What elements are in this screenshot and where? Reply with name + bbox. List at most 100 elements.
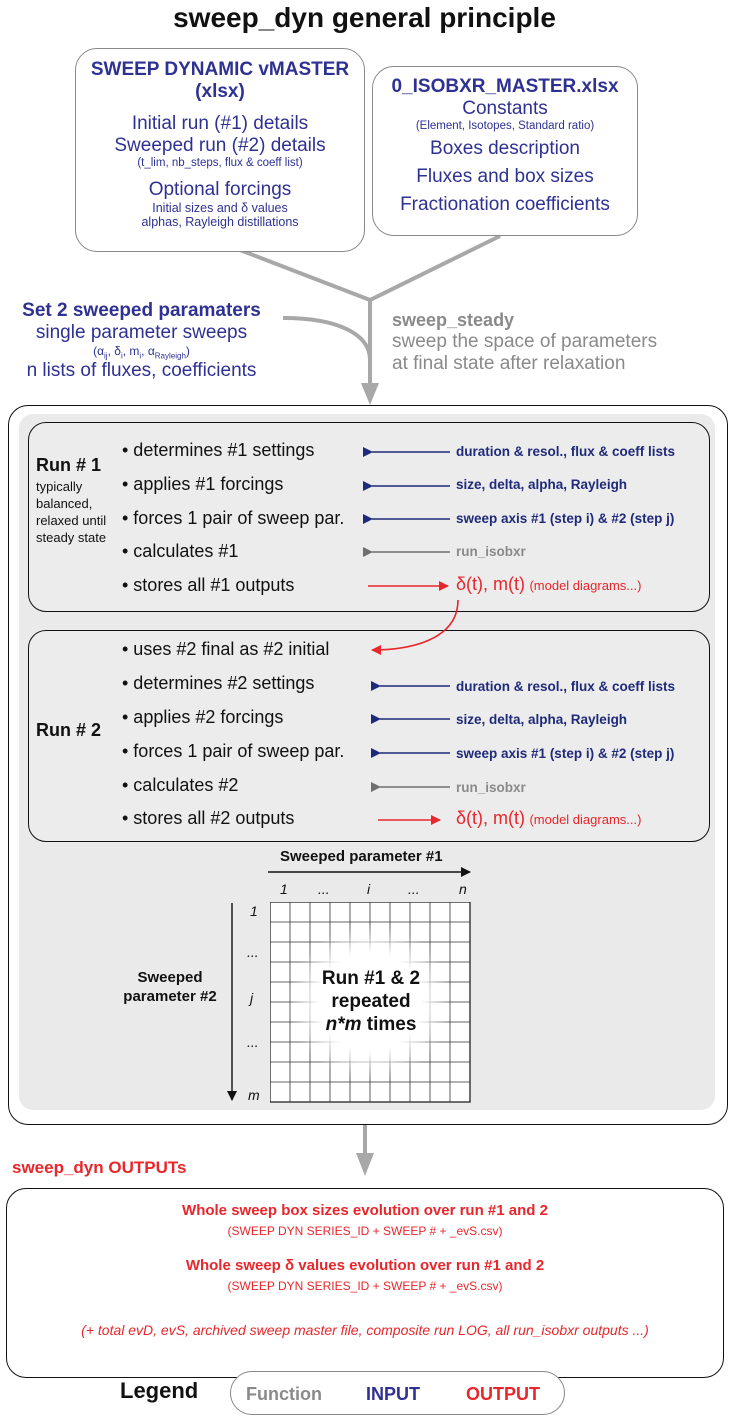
outputs-line2-note: (SWEEP DYN SERIES_ID + SWEEP # + _evS.cs…	[227, 1279, 503, 1293]
master-line3-note1: Initial sizes and δ values	[152, 201, 288, 215]
left-input-title: Set 2 sweeped paramaters	[22, 300, 261, 321]
isobxr-line1-note: (Element, Isotopes, Standard ratio)	[415, 120, 595, 132]
run1-output-main: δ(t), m(t)	[456, 574, 525, 594]
grid-x-tick: ...	[408, 881, 420, 897]
isobxr-line4: Fractionation coefficients	[400, 194, 610, 215]
grid-x-tick: 1	[280, 881, 288, 897]
legend-box	[230, 1371, 565, 1415]
grid-y-tick: ...	[247, 944, 259, 960]
grid-x-title: Sweeped parameter #1	[280, 848, 443, 865]
grid-center-times: times	[361, 1014, 417, 1035]
sym-open: (	[93, 344, 98, 358]
run1-label: Run # 1	[36, 455, 102, 475]
run1-input-sweep: sweep axis #1 (step i) & #2 (step j)	[456, 511, 675, 526]
isobxr-line1: Constants	[462, 98, 548, 119]
left-input-block: Set 2 sweeped paramaters single paramete…	[0, 300, 283, 382]
grid-center-line: n*m times	[280, 1013, 462, 1036]
outputs-heading: sweep_dyn OUTPUTs	[12, 1158, 187, 1177]
outputs-box	[6, 1188, 724, 1378]
connector-arrowhead	[361, 383, 379, 405]
master-subtitle: (xlsx)	[195, 81, 245, 102]
left-input-line2: n lists of fluxes, coefficients	[26, 360, 257, 382]
run1-note-line: steady state	[36, 530, 107, 545]
run1-step: • stores all #1 outputs	[122, 575, 295, 595]
sweep-grid	[270, 902, 471, 1103]
master-line2-note: (t_lim, nb_steps, flux & coeff list)	[137, 157, 303, 169]
run2-step: • uses #2 final as #2 initial	[122, 639, 330, 659]
run1-input-forcings: size, delta, alpha, Rayleigh	[456, 477, 628, 492]
sym-sep1: , δ	[107, 344, 121, 358]
run2-input-function: run_isobxr	[456, 780, 526, 795]
outputs-line2: Whole sweep δ values evolution over run …	[185, 1257, 545, 1274]
isobxr-line3: Fluxes and box sizes	[416, 166, 594, 187]
sweep-steady-line2: at final state after relaxation	[392, 353, 626, 374]
run2-input-settings: duration & resol., flux & coeff lists	[456, 679, 676, 694]
isobxr-line2: Boxes description	[430, 138, 580, 159]
grid-x-tick: n	[459, 881, 467, 897]
sym-close: )	[185, 344, 190, 358]
isobxr-box: 0_ISOBXR_MASTER.xlsx Constants (Element,…	[372, 66, 638, 236]
grid-y-title-line: Sweeped	[137, 969, 203, 986]
run1-step: • determines #1 settings	[122, 440, 315, 460]
run2-output: δ(t), m(t) (model diagrams...)	[456, 808, 641, 829]
sym-sep2: , m	[122, 344, 140, 358]
grid-y-title: Sweeped parameter #2	[110, 968, 230, 1006]
grid-center-line: Run #1 & 2	[321, 968, 421, 989]
outputs-line1-note: (SWEEP DYN SERIES_ID + SWEEP # + _evS.cs…	[227, 1224, 503, 1238]
master-line3: Optional forcings	[148, 179, 292, 200]
run2-step: • determines #2 settings	[122, 673, 315, 693]
page-title: sweep_dyn general principle	[173, 2, 556, 33]
sweep-steady-line1: sweep the space of parameters	[392, 331, 658, 352]
connector-output-arrowhead	[356, 1153, 374, 1176]
run1-step: • applies #1 forcings	[122, 474, 284, 494]
legend-output: OUTPUT	[466, 1384, 540, 1404]
legend-function: Function	[246, 1384, 322, 1404]
run2-step: • applies #2 forcings	[122, 707, 284, 727]
outputs-line1: Whole sweep box sizes evolution over run…	[182, 1202, 548, 1219]
grid-center-line: repeated	[331, 991, 411, 1012]
run1-to-run2-arrow	[371, 599, 459, 655]
master-line3-note2: alphas, Rayleigh distillations	[141, 215, 299, 229]
sym-rayleigh: Rayleigh	[154, 351, 186, 361]
legend-input: INPUT	[366, 1384, 420, 1404]
sweep-steady-title: sweep_steady	[392, 310, 515, 330]
run2-box	[28, 630, 710, 842]
run2-label: Run # 2	[36, 720, 102, 740]
sym-i1: i	[120, 351, 123, 361]
run2-step: • calculates #2	[122, 775, 239, 795]
sym-sep3: , α	[141, 344, 155, 358]
run2-step: • stores all #2 outputs	[122, 808, 295, 828]
grid-center-text: Run #1 & 2 repeated n*m times	[280, 967, 462, 1036]
legend-label: Legend	[120, 1378, 199, 1403]
run1-step: • calculates #1	[122, 541, 239, 561]
grid-y-tick: m	[248, 1087, 260, 1103]
sym-ij: ij	[104, 351, 108, 361]
grid-x-tick: ...	[318, 881, 330, 897]
left-input-symbols: (αij, δi, mi, αRayleigh)	[0, 344, 283, 360]
master-line2: Sweeped run (#2) details	[114, 135, 326, 156]
outputs-line3: (+ total evD, evS, archived sweep master…	[81, 1322, 649, 1338]
run1-input-settings: duration & resol., flux & coeff lists	[456, 444, 676, 459]
run1-input-function: run_isobxr	[456, 544, 526, 559]
run2-output-main: δ(t), m(t)	[456, 808, 525, 828]
grid-y-title-line: parameter #2	[123, 988, 217, 1005]
connector-master	[239, 248, 371, 302]
master-box: SWEEP DYNAMIC vMASTER (xlsx) Initial run…	[75, 48, 365, 252]
run1-note-line: typically	[36, 479, 83, 494]
grid-x-tick: i	[367, 881, 371, 897]
grid-center-nm: n*m	[325, 1014, 362, 1035]
master-line1: Initial run (#1) details	[131, 113, 309, 134]
run1-note: typically balanced, relaxed until steady…	[36, 478, 106, 546]
run2-input-forcings: size, delta, alpha, Rayleigh	[456, 712, 628, 727]
grid-y-tick: j	[250, 990, 254, 1006]
run1-output-note: (model diagrams...)	[529, 578, 642, 593]
sym-i2: i	[139, 351, 142, 361]
run1-note-line: balanced,	[36, 496, 93, 511]
master-title: SWEEP DYNAMIC vMASTER	[90, 59, 350, 80]
sweep-steady-block: sweep_steady sweep the space of paramete…	[392, 310, 722, 375]
run2-output-note: (model diagrams...)	[529, 812, 642, 827]
sym-alpha: α	[97, 344, 105, 358]
isobxr-title: 0_ISOBXR_MASTER.xlsx	[391, 76, 619, 97]
